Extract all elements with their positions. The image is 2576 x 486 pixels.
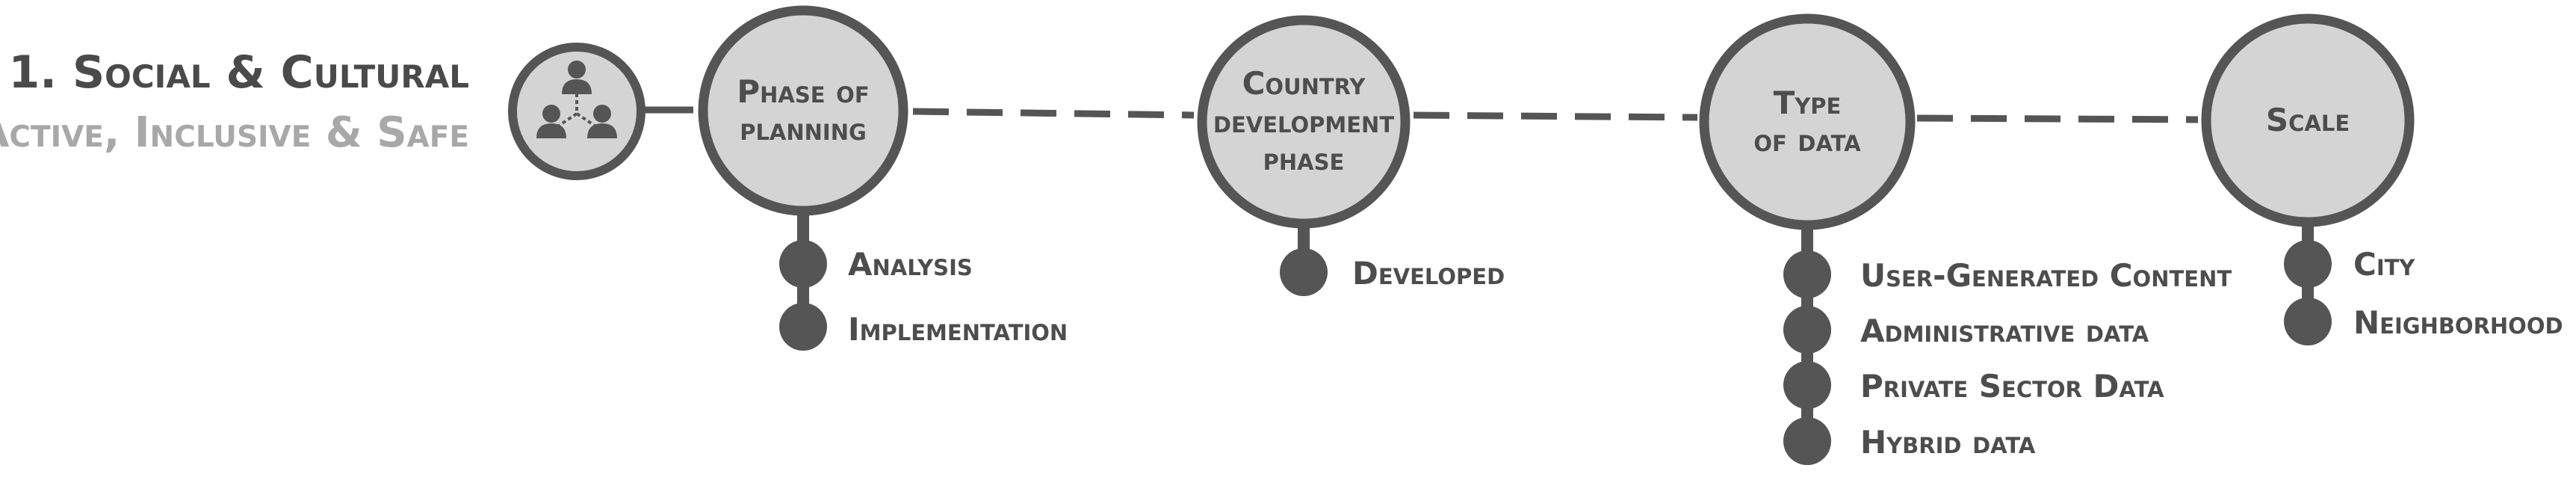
item-label-city: City [2353, 246, 2415, 283]
bullet-dot [2284, 298, 2332, 345]
bullet-dot [1783, 306, 1831, 354]
category-subtitle: Active, Inclusive & Safe [0, 108, 469, 157]
item-label-administrative-data: Administrative data [1860, 313, 2149, 349]
phase-title-planning: Phase of planning [737, 73, 870, 147]
connector-line [1413, 111, 1698, 121]
bullet-dot [779, 240, 827, 288]
bullets-country-development [1280, 224, 1328, 296]
bullets-data-type [1783, 225, 1831, 465]
people-network-icon [536, 61, 617, 138]
bullet-dot [779, 303, 827, 351]
connectors [645, 106, 2199, 123]
bullets-planning [779, 211, 827, 351]
connector-line [1916, 114, 2199, 123]
item-label-neighborhood: Neighborhood [2353, 304, 2563, 341]
item-label-analysis: Analysis [848, 246, 973, 283]
phase-title-scale: Scale [2265, 101, 2350, 138]
item-label-hybrid-data: Hybrid data [1860, 424, 2036, 461]
bullet-dot [1783, 361, 1831, 409]
category-title: 1. Social & Cultural [8, 46, 469, 99]
item-label-implementation: Implementation [848, 311, 1068, 348]
item-label-user-generated-content: User-Generated Content [1860, 257, 2232, 294]
bullet-dot [1783, 250, 1831, 298]
bullet-dot [1280, 248, 1328, 296]
item-label-private-sector-data: Private Sector Data [1860, 368, 2164, 405]
category-icon-node [508, 43, 645, 180]
bullet-dot [1783, 417, 1831, 465]
bullet-dot [2284, 240, 2332, 288]
phase-title-country-development: Country development phase [1213, 65, 1395, 178]
phase-title-data-type: Type of data [1753, 84, 1861, 159]
bullets-scale [2284, 222, 2332, 345]
connector-line [912, 108, 1195, 119]
item-label-developed: Developed [1352, 255, 1505, 292]
